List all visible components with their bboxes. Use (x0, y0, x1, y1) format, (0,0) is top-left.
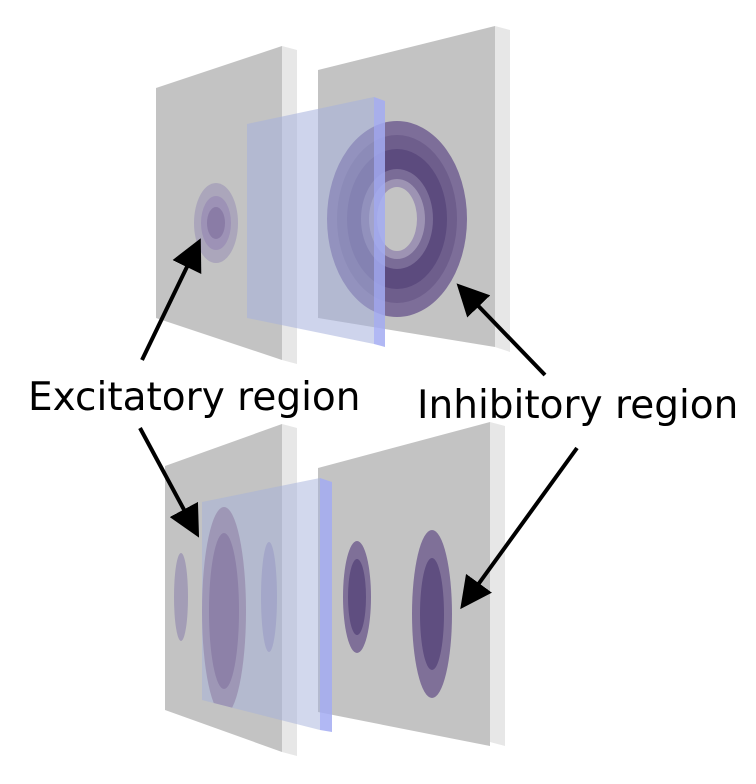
top-right-panel-edge (495, 26, 510, 352)
top-excitatory-spot (194, 183, 238, 263)
bottom-right-panel (318, 422, 505, 746)
bottom-group (165, 422, 505, 756)
top-filter-face (247, 97, 374, 344)
arrow-excitatory-top (140, 238, 202, 361)
top-filter-sheet (247, 97, 385, 347)
arrow-excitatory-bottom (138, 427, 200, 538)
top-filter-edge (374, 97, 385, 347)
inhibitory-label: Inhibitory region (417, 383, 738, 428)
excitatory-label: Excitatory region (28, 375, 361, 420)
arrow-inhibitory-top (456, 283, 547, 377)
arrow-inhibitory-bottom (460, 446, 579, 610)
bottom-right-stripes (343, 530, 452, 698)
arrows (138, 238, 579, 610)
bottom-right-panel-edge (490, 422, 505, 746)
bottom-filter-edge (320, 478, 332, 732)
bottom-center-stripe (202, 507, 246, 715)
top-group (156, 26, 510, 364)
bottom-filter-sheet (202, 478, 332, 732)
